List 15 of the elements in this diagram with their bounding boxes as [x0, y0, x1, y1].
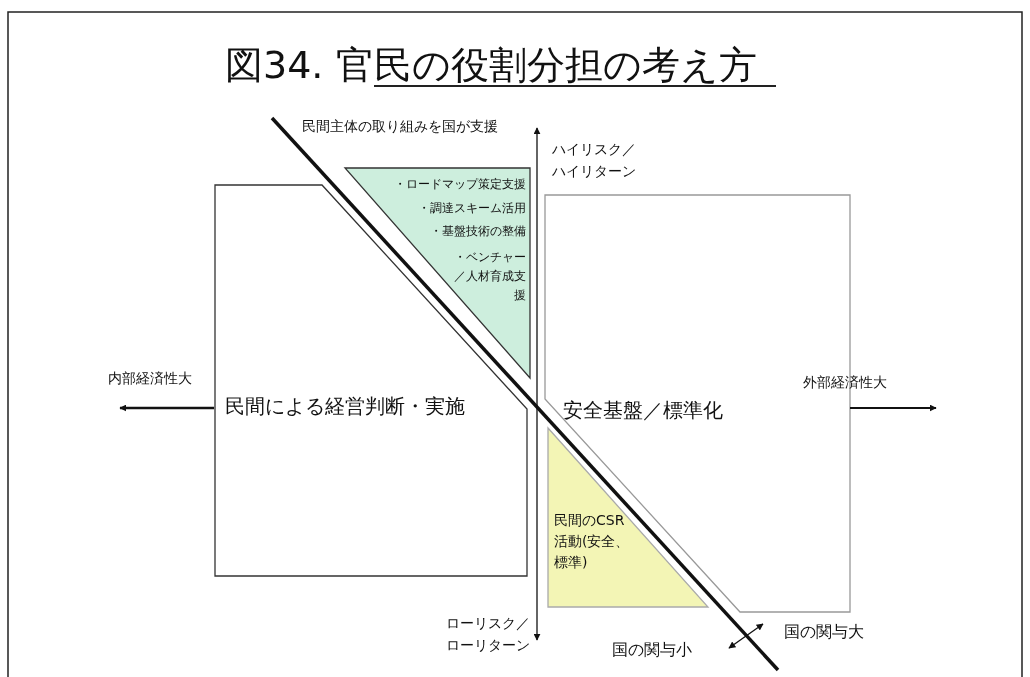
- region-label: 安全基盤／標準化: [563, 397, 724, 424]
- region-label: 民間のCSR活動(安全、標準): [554, 511, 630, 572]
- bullet-item: ・調達スキーム活用: [418, 200, 526, 217]
- axis-label: 国の関与大: [784, 622, 864, 643]
- axis-label: 国の関与小: [612, 640, 692, 661]
- axis-label: ローリスク／ローリターン: [445, 614, 530, 655]
- bullet-item: ・基盤技術の整備: [430, 223, 526, 240]
- bullet-item: ・ベンチャー／人材育成支援: [453, 249, 526, 304]
- axis-label: 外部経済性大: [803, 374, 887, 392]
- region-label: 民間による経営判断・実施: [225, 393, 466, 420]
- axis-label: ハイリスク／ハイリターン: [552, 140, 637, 181]
- bullet-item: ・ロードマップ策定支援: [394, 176, 526, 193]
- title: 図34. 官民の役割分担の考え方: [225, 42, 757, 89]
- axis-label: 内部経済性大: [108, 370, 192, 388]
- axis-label: 民間主体の取り組みを国が支援: [302, 118, 498, 136]
